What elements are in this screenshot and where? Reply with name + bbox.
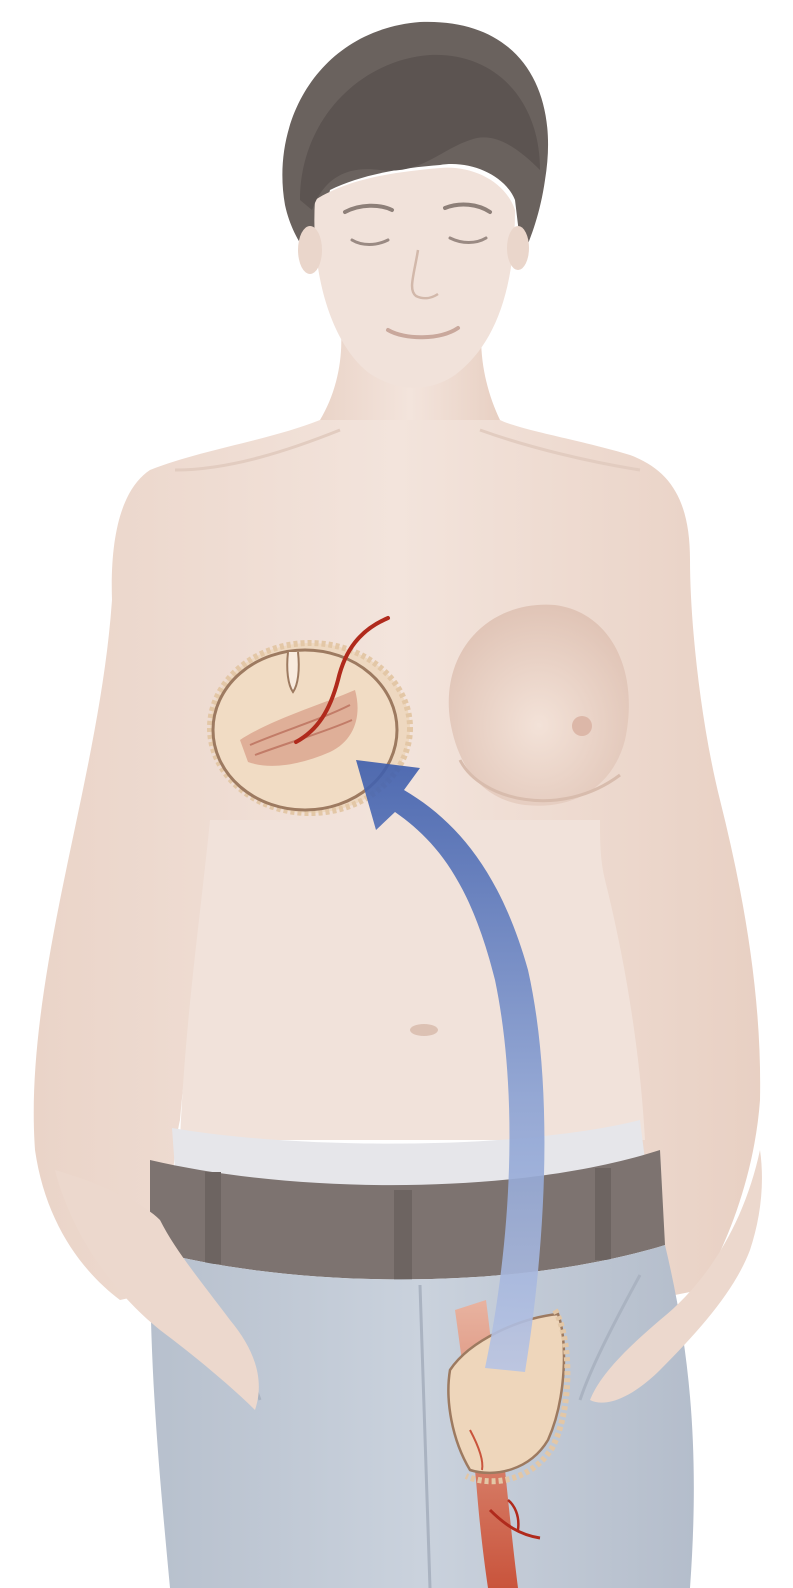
belt-loop-left xyxy=(205,1172,221,1264)
breast-flap-notch xyxy=(287,652,299,692)
right-ear xyxy=(507,226,529,270)
abdomen xyxy=(180,820,645,1140)
belt-loop-right xyxy=(595,1168,611,1260)
right-breast xyxy=(449,605,629,806)
belt-loop-center xyxy=(394,1190,412,1286)
nipple xyxy=(572,716,592,736)
navel xyxy=(410,1024,438,1036)
left-ear xyxy=(298,226,322,274)
jeans xyxy=(150,1245,694,1588)
